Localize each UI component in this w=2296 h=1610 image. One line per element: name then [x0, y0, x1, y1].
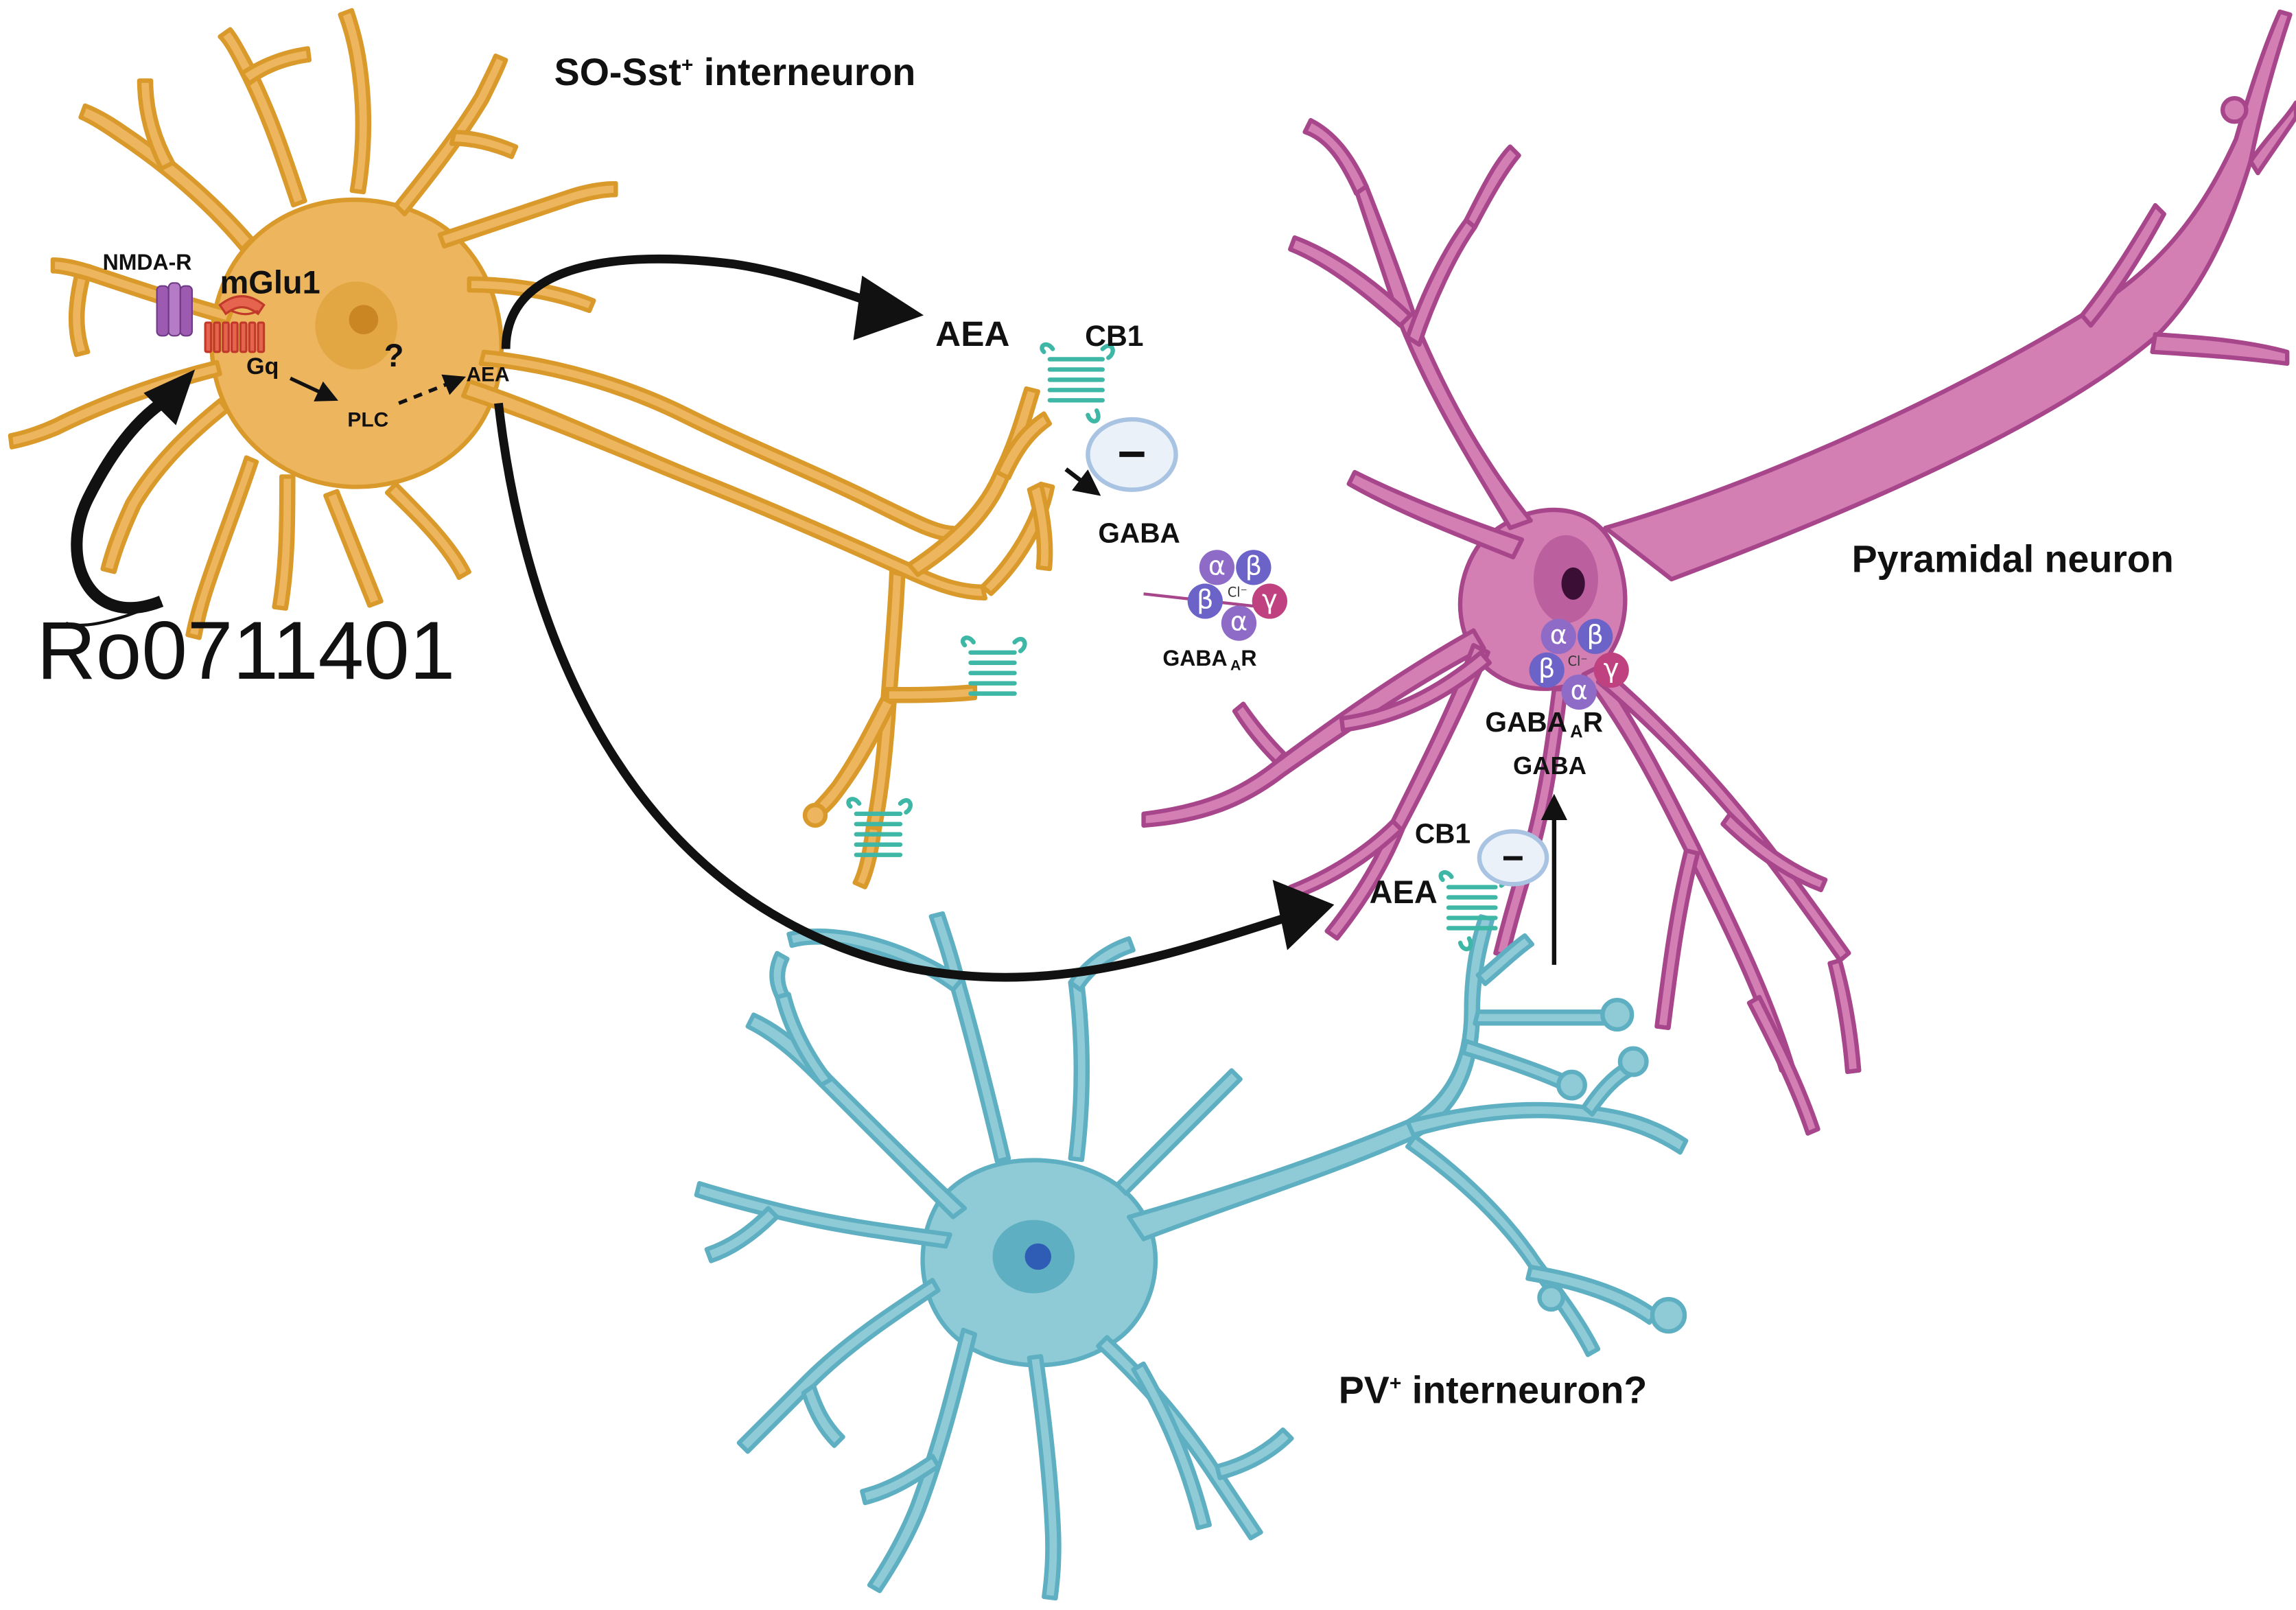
subunit-beta-label: β	[1538, 653, 1556, 684]
aea-small-label: AEA	[466, 364, 509, 386]
subunit-gamma-label: γ	[1604, 653, 1619, 684]
aea-bottom-label: AEA	[1370, 874, 1438, 910]
pv-title-sup: +	[1390, 1373, 1401, 1395]
gabaar-right-r: R	[1583, 706, 1603, 738]
subunit-alpha-label: α	[1571, 675, 1588, 706]
aea-top-label: AEA	[935, 314, 1009, 353]
mglu1-label: mGlu1	[220, 264, 320, 300]
plc-label: PLC	[347, 409, 388, 432]
inhibition-oval-bottom	[1477, 829, 1549, 887]
pv-title-main: PV	[1339, 1369, 1390, 1412]
inhibition-minus-top: −	[1117, 426, 1146, 482]
arrow-head-top-aea	[853, 275, 924, 340]
sst-title-sup: +	[681, 54, 693, 77]
arrow-plc-to-aea	[398, 374, 467, 406]
pv-title-rest: interneuron?	[1401, 1369, 1647, 1412]
cb1-top-label: CB1	[1085, 320, 1143, 353]
gabaar-top-sub: A	[1230, 657, 1241, 673]
pv-neuron-title: PV+ interneuron?	[1339, 1369, 1648, 1412]
arrow-head-drug	[143, 369, 196, 425]
sst-neuron-title: SO-Sst+ interneuron	[554, 51, 916, 93]
nmda-label: NMDA-R	[103, 250, 192, 275]
mglu1-receptor	[204, 295, 266, 353]
gaba-top-label: GABA	[1098, 517, 1180, 549]
arrow-gq-to-plc	[289, 376, 338, 401]
gq-label: Gq	[246, 353, 279, 380]
arrow-inhibit-to-gaba	[1064, 467, 1101, 496]
subunit-beta-label: β	[1245, 551, 1263, 582]
gabaa-receptor-top	[1143, 550, 1287, 641]
subunit-alpha-label: α	[1230, 607, 1247, 638]
subunit-beta-label: β	[1586, 620, 1604, 651]
nmda-receptor	[156, 282, 193, 337]
gabaar-right-main: GABA	[1485, 706, 1567, 738]
sst-title-rest: interneuron	[693, 51, 915, 93]
sst-neuron	[8, 8, 1055, 889]
pv-neuron	[694, 911, 1689, 1601]
gabaa-receptor-right	[1529, 618, 1629, 710]
chloride-label: Cl⁻	[1228, 585, 1247, 600]
pv-nucleus	[1024, 1243, 1051, 1270]
cb1-bottom-label: CB1	[1415, 818, 1471, 850]
sst-title-main: SO-Sst	[554, 51, 681, 93]
gabaa-subunit-letters: α β β γ α Cl⁻ α β β γ α Cl⁻	[1197, 551, 1619, 707]
gabaar-top-r: R	[1241, 646, 1256, 670]
drug-label: Ro0711401	[36, 605, 455, 697]
question-label: ?	[384, 337, 404, 373]
drug-arrow-tail	[65, 600, 162, 627]
subunit-alpha-label: α	[1208, 551, 1226, 582]
pyramidal-nucleus	[1561, 567, 1585, 600]
cb1-receptor-mid	[960, 635, 1027, 696]
cb1-receptor-low	[846, 797, 913, 857]
subunit-gamma-label: γ	[1262, 585, 1278, 616]
arrow-head-pv-aea	[1272, 879, 1335, 950]
arrow-sst-to-pv-aea	[494, 402, 1292, 982]
cb1-receptor-top	[1040, 342, 1115, 423]
gabaar-top-main: GABA	[1162, 646, 1227, 670]
gabaar-right-sub: A	[1570, 723, 1583, 742]
pyramidal-neuron-title: Pyramidal neuron	[1852, 537, 2174, 580]
gaba-right-label: GABA	[1513, 751, 1586, 780]
chloride-label: Cl⁻	[1568, 653, 1588, 669]
sst-nucleus	[349, 305, 379, 335]
arrow-sst-to-top-aea	[501, 254, 882, 349]
inhibition-minus-bottom: −	[1502, 837, 1524, 879]
arrow-drug-to-receptor	[71, 390, 176, 614]
subunit-beta-label: β	[1197, 585, 1214, 616]
subunit-alpha-label: α	[1550, 620, 1567, 651]
inhibition-oval-top	[1086, 417, 1178, 492]
